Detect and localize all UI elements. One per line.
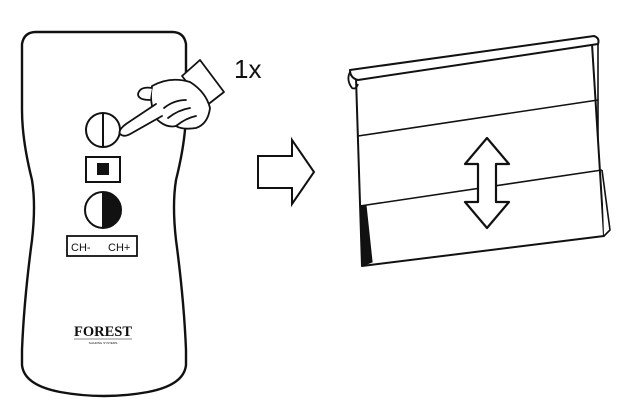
brand-logo: FOREST SHADING SYSTEMS [74,324,132,345]
channel-selector: CH- CH+ [66,235,138,257]
open-button[interactable] [85,112,121,148]
brand-tagline: SHADING SYSTEMS [89,341,118,345]
stop-button[interactable] [85,156,121,183]
roller-shade [347,35,611,267]
channel-down-button[interactable]: CH- [71,242,91,254]
brand-name: FOREST [74,324,132,340]
channel-up-button[interactable]: CH+ [108,242,130,254]
press-count-label: 1x [234,54,261,84]
stop-square-icon [97,163,109,175]
close-button[interactable] [84,191,122,229]
headrail [349,35,600,81]
bottom-bar [359,205,373,267]
fabric-fold-1 [357,99,599,137]
pointing-hand-icon [118,59,225,137]
right-outline-arrow-icon [257,136,316,208]
up-down-double-arrow-icon [463,136,511,230]
